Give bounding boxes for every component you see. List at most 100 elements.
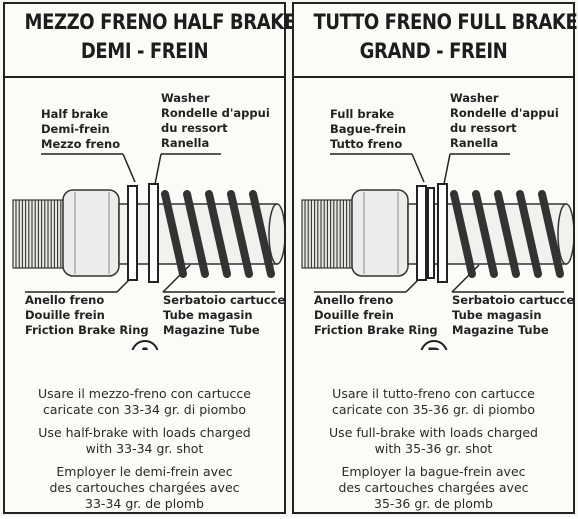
collar — [62, 189, 120, 277]
spring-coil — [205, 190, 231, 278]
upper-left-label-line: Half brake — [41, 107, 108, 121]
upper-right-label-line: Rondelle d'appui — [450, 106, 559, 120]
threaded-end — [301, 199, 353, 269]
friction-ring — [416, 185, 427, 281]
title-divider — [5, 76, 284, 78]
friction-ring — [127, 185, 138, 281]
washer — [148, 183, 159, 283]
panel-letter: B — [427, 344, 441, 350]
caption-line: caricate con 35-36 gr. di piombo — [331, 402, 536, 417]
title-line-2: GRAND - FREIN — [359, 39, 508, 63]
panel-title: MEZZO FRENO HALF BRAKE DEMI - FREIN — [24, 8, 297, 72]
letter-circle — [131, 340, 159, 350]
spring — [450, 190, 564, 278]
spring-coil — [249, 190, 275, 278]
lower-left-label-line: Friction Brake Ring — [314, 323, 438, 337]
spring-coil — [472, 190, 498, 278]
upper-left-label-line: Demi-frein — [41, 122, 110, 136]
caption-line: with 35-36 gr. shot — [374, 441, 493, 456]
upper-left-label-line: Full brake — [330, 107, 394, 121]
caption-line: Employer le demi-frein avec — [56, 464, 233, 479]
lower-right-label-line: Tube magasin — [163, 308, 253, 322]
lower-left-label-line: Anello freno — [25, 293, 104, 307]
caption-line: des cartouches chargées avec — [338, 480, 529, 495]
letter-circle — [420, 340, 448, 350]
friction-ring-second — [427, 187, 435, 279]
spring-coil — [183, 190, 209, 278]
leader-line — [411, 153, 425, 183]
leader-line — [154, 153, 162, 185]
threaded-end — [12, 199, 64, 269]
spring-coil — [538, 190, 564, 278]
spring-coil — [494, 190, 520, 278]
tube-end — [557, 203, 573, 265]
upper-right-label-line: Washer — [161, 91, 210, 105]
lower-left-label-line: Friction Brake Ring — [25, 323, 149, 337]
spring-coil — [450, 190, 476, 278]
upper-right-label-line: Rondelle d'appui — [161, 106, 270, 120]
tube-end — [268, 203, 284, 265]
caption-line: caricate con 33-34 gr. di piombo — [42, 402, 247, 417]
panel-half-brake: MEZZO FRENO HALF BRAKE DEMI - FREIN Half… — [3, 2, 297, 514]
upper-right-label-line: du ressort — [161, 121, 228, 135]
title-line-2: DEMI - FREIN — [80, 39, 209, 63]
upper-right-label-line: Washer — [450, 91, 499, 105]
caption-line: 33-34 gr. de plomb — [85, 496, 204, 511]
spring-coil — [516, 190, 542, 278]
leader-line — [443, 153, 451, 185]
washer — [437, 183, 448, 283]
title-line-1: TUTTO FRENO FULL BRAKE — [313, 10, 578, 34]
upper-left-label-line: Tutto freno — [330, 137, 402, 151]
caption-line: Use full-brake with loads charged — [329, 425, 538, 440]
lower-right-label-line: Serbatoio cartucce — [452, 293, 573, 307]
panel-full-brake: TUTTO FRENO FULL BRAKE GRAND - FREIN Ful… — [292, 2, 578, 514]
lower-left-label-line: Anello freno — [314, 293, 393, 307]
upper-left-label-line: Mezzo freno — [41, 137, 120, 151]
title-divider — [294, 76, 573, 78]
upper-right-label-line: du ressort — [450, 121, 517, 135]
lower-left-label-line: Douille frein — [314, 308, 394, 322]
title-line-1: MEZZO FRENO HALF BRAKE — [24, 10, 297, 34]
lower-right-label-line: Magazine Tube — [452, 323, 549, 337]
spring-coil — [227, 190, 253, 278]
panel-letter: A — [138, 344, 153, 350]
panel-title: TUTTO FRENO FULL BRAKE GRAND - FREIN — [313, 8, 578, 72]
upper-left-label-line: Bague-frein — [330, 122, 406, 136]
caption-line: des cartouches chargées avec — [49, 480, 240, 495]
caption-line: Usare il mezzo-freno con cartucce — [38, 386, 251, 401]
leader-line — [122, 153, 136, 183]
upper-right-label-line: Ranella — [450, 136, 498, 150]
lower-right-label-line: Tube magasin — [452, 308, 542, 322]
lower-right-label-line: Serbatoio cartucce — [163, 293, 284, 307]
collar — [351, 189, 409, 277]
caption-line: with 33-34 gr. shot — [85, 441, 204, 456]
spring-coil — [161, 190, 187, 278]
caption-line: Use half-brake with loads charged — [38, 425, 251, 440]
lower-left-label-line: Douille frein — [25, 308, 105, 322]
caption-line: 35-36 gr. de plomb — [374, 496, 493, 511]
caption-line: Usare il tutto-freno con cartucce — [332, 386, 535, 401]
upper-right-label-line: Ranella — [161, 136, 209, 150]
spring — [161, 190, 275, 278]
lower-right-label-line: Magazine Tube — [163, 323, 260, 337]
caption-line: Employer la bague-frein avec — [341, 464, 526, 479]
